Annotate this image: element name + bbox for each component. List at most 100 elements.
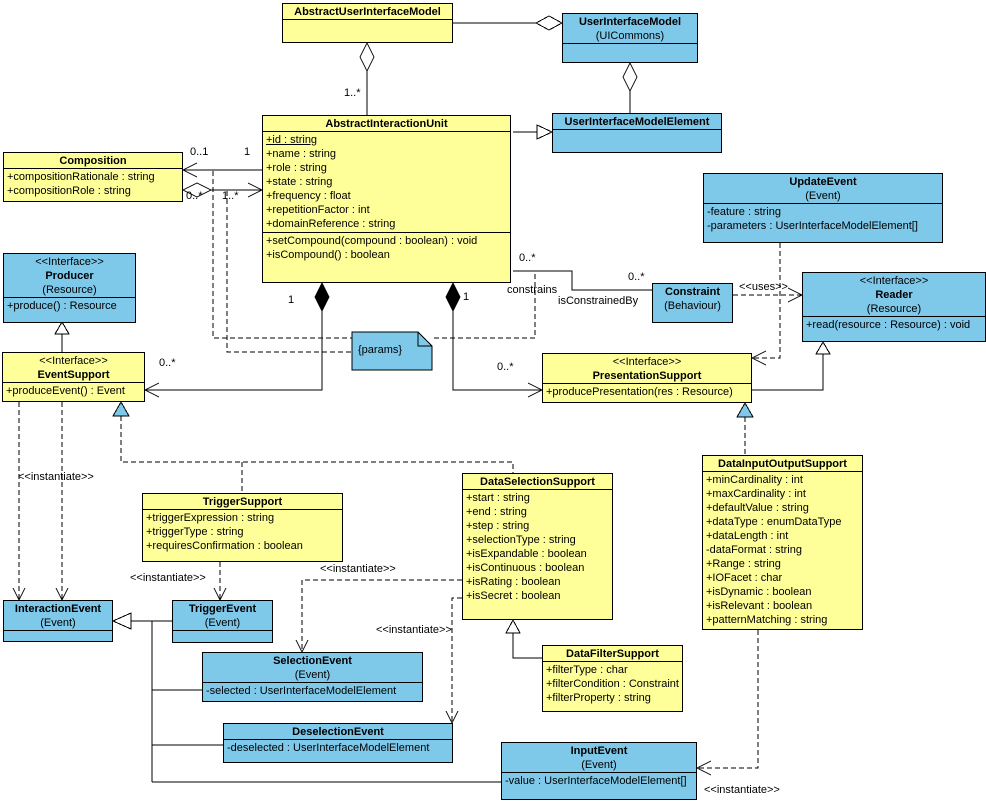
edge-label: <<instantiate>>	[704, 784, 780, 796]
attribute-line: +maxCardinality : int	[706, 488, 806, 500]
edge-label: isConstrainedBy	[558, 295, 639, 307]
class-empty-compartment	[283, 19, 452, 42]
class-subtitle: (Event)	[294, 669, 331, 681]
attribute-line: +id : string	[266, 134, 318, 146]
attribute-line: +triggerType : string	[146, 526, 244, 538]
attribute-line: +selectionType : string	[466, 534, 576, 546]
edge-label: constrains	[507, 284, 558, 296]
class-header: <<Interface>>Producer(Resource)	[4, 254, 135, 297]
class-name: DataSelectionSupport	[480, 476, 595, 488]
triangle-interactionevent	[111, 612, 132, 630]
edge-label: 1	[288, 294, 295, 306]
class-presentation-support[interactable]: <<Interface>>PresentationSupport +produce…	[542, 353, 752, 403]
class-header: <<Interface>>EventSupport	[3, 353, 144, 382]
class-event-support[interactable]: <<Interface>>EventSupport+produceEvent()…	[2, 352, 145, 402]
class-abstract-interaction-unit[interactable]: AbstractInteractionUnit+id : string+name…	[262, 115, 511, 283]
class-data-selection-support[interactable]: DataSelectionSupport+start : string+end …	[462, 473, 613, 620]
class-header: TriggerSupport	[143, 494, 342, 509]
class-attributes-compartment: +triggerExpression : string +triggerType …	[143, 509, 342, 561]
attribute-line: +role : string	[266, 162, 327, 174]
class-input-event[interactable]: InputEvent(Event)-value : UserInterfaceM…	[501, 742, 697, 800]
class-header: DataInputOutputSupport	[703, 456, 862, 471]
class-header: <<Interface>>Reader(Resource)	[803, 273, 985, 316]
class-methods-compartment: +produce() : Resource	[4, 297, 135, 322]
diamond-aiu-eventsupport	[314, 281, 330, 313]
class-stereotype: <<Interface>>	[39, 355, 108, 367]
triangle-dataselection	[505, 618, 521, 634]
attribute-line: -dataFormat : string	[706, 544, 802, 556]
class-user-interface-model-element[interactable]: UserInterfaceModelElement	[552, 113, 722, 153]
class-name: DeselectionEvent	[292, 726, 384, 738]
class-deselection-event[interactable]: DeselectionEvent -deselected : UserInterf…	[223, 723, 453, 763]
class-trigger-support[interactable]: TriggerSupport+triggerExpression : strin…	[142, 493, 343, 562]
edge-presentationsupport-reader	[752, 354, 824, 391]
method-line: +setCompound(compound : boolean) : void	[266, 235, 478, 247]
class-methods-compartment: +produceEvent() : Event	[3, 382, 144, 401]
edge-aiu-presentationsupport	[452, 311, 542, 391]
class-stereotype: <<Interface>>	[612, 356, 682, 368]
class-subtitle: (Resource)	[42, 284, 97, 296]
class-attributes-compartment: -deselected : UserInterfaceModelElement	[224, 739, 452, 762]
class-selection-event[interactable]: SelectionEvent(Event)-selected : UserInt…	[202, 652, 423, 702]
attribute-line: +isExpandable : boolean	[466, 548, 587, 560]
class-header: <<Interface>>PresentationSupport	[543, 354, 751, 383]
edge-label: 1	[244, 146, 251, 158]
edge-label: 1..*	[344, 87, 361, 99]
edge-datafilter-dataselection	[512, 633, 542, 659]
class-data-filter-support[interactable]: DataFilterSupport+filterType : char+filt…	[542, 645, 683, 712]
attribute-line: +patternMatching : string	[706, 614, 828, 626]
class-attributes-compartment: +minCardinality : int+maxCardinality : i…	[703, 471, 862, 629]
attribute-line: +repetitionFactor : int	[266, 204, 370, 216]
class-name: Composition	[59, 155, 127, 167]
class-name: UpdateEvent	[789, 176, 857, 188]
class-abstract-user-interface-model[interactable]: AbstractUserInterfaceModel	[282, 3, 453, 43]
edge-note-anchor-right	[434, 272, 536, 339]
class-name: Constraint	[665, 286, 720, 298]
edge-instantiate-deselectionevent	[451, 597, 462, 722]
class-attributes-compartment: -feature : string-parameters : UserInter…	[704, 203, 942, 242]
attribute-line: +dataType : enumDataType	[706, 516, 842, 528]
method-line: +produce() : Resource	[7, 300, 117, 312]
triangle-reader	[815, 341, 831, 355]
attribute-line: -deselected : UserInterfaceModelElement	[227, 742, 430, 754]
class-trigger-event[interactable]: TriggerEvent(Event)	[172, 600, 273, 643]
edge-instantiate-selectionevent	[301, 579, 462, 651]
method-line: +producePresentation(res : Resource)	[546, 386, 733, 398]
edge-note-anchor-left-2	[226, 191, 352, 353]
params-note-label: {params}	[358, 344, 403, 356]
edge-label: 0..*	[159, 357, 176, 369]
attribute-line: +isContinuous : boolean	[466, 562, 585, 574]
attribute-line: +filterCondition : Constraint	[546, 678, 679, 690]
class-methods-compartment: +producePresentation(res : Resource)	[543, 383, 751, 402]
class-interaction-event[interactable]: InteractionEvent(Event)	[3, 600, 113, 642]
edge-label: 0..*	[628, 271, 645, 283]
class-header: UserInterfaceModelElement	[553, 114, 721, 129]
edge-label: 0..1	[190, 146, 209, 158]
class-attributes-compartment: +start : string+end : string+step : stri…	[463, 489, 612, 619]
class-header: AbstractUserInterfaceModel	[283, 4, 452, 19]
attribute-line: -feature : string	[707, 206, 781, 218]
attribute-line: +filterProperty : string	[546, 692, 651, 704]
attribute-line: +filterType : char	[546, 664, 628, 676]
class-name: DataInputOutputSupport	[718, 458, 847, 470]
edge-label: <<uses>>	[739, 281, 788, 293]
class-methods-compartment: +setCompound(compound : boolean) : void+…	[263, 232, 510, 282]
class-subtitle: (UICommons)	[595, 30, 665, 42]
attribute-line: -value : UserInterfaceModelElement[]	[505, 775, 687, 787]
class-user-interface-model[interactable]: UserInterfaceModel(UICommons)	[562, 13, 698, 63]
class-attributes-compartment: +id : string+name : string+role : string…	[263, 131, 510, 232]
class-update-event[interactable]: UpdateEvent(Event)-feature : string-para…	[703, 173, 943, 243]
attribute-line: +triggerExpression : string	[146, 512, 275, 524]
class-header: TriggerEvent(Event)	[173, 601, 272, 630]
class-data-input-output-support[interactable]: DataInputOutputSupport+minCardinality : …	[702, 455, 863, 630]
class-reader[interactable]: <<Interface>>Reader(Resource)+read(resou…	[802, 272, 986, 342]
triangle-presentationsupport-realize	[736, 401, 754, 418]
class-composition[interactable]: Composition+compositionRationale : strin…	[3, 152, 183, 202]
class-name: InputEvent	[570, 745, 628, 757]
class-empty-compartment	[563, 43, 697, 62]
class-constraint[interactable]: Constraint(Behaviour)	[652, 283, 733, 323]
class-stereotype: <<Interface>>	[35, 256, 104, 268]
attribute-line: +start : string	[466, 492, 530, 504]
class-producer[interactable]: <<Interface>>Producer(Resource) +produce(…	[3, 253, 136, 323]
